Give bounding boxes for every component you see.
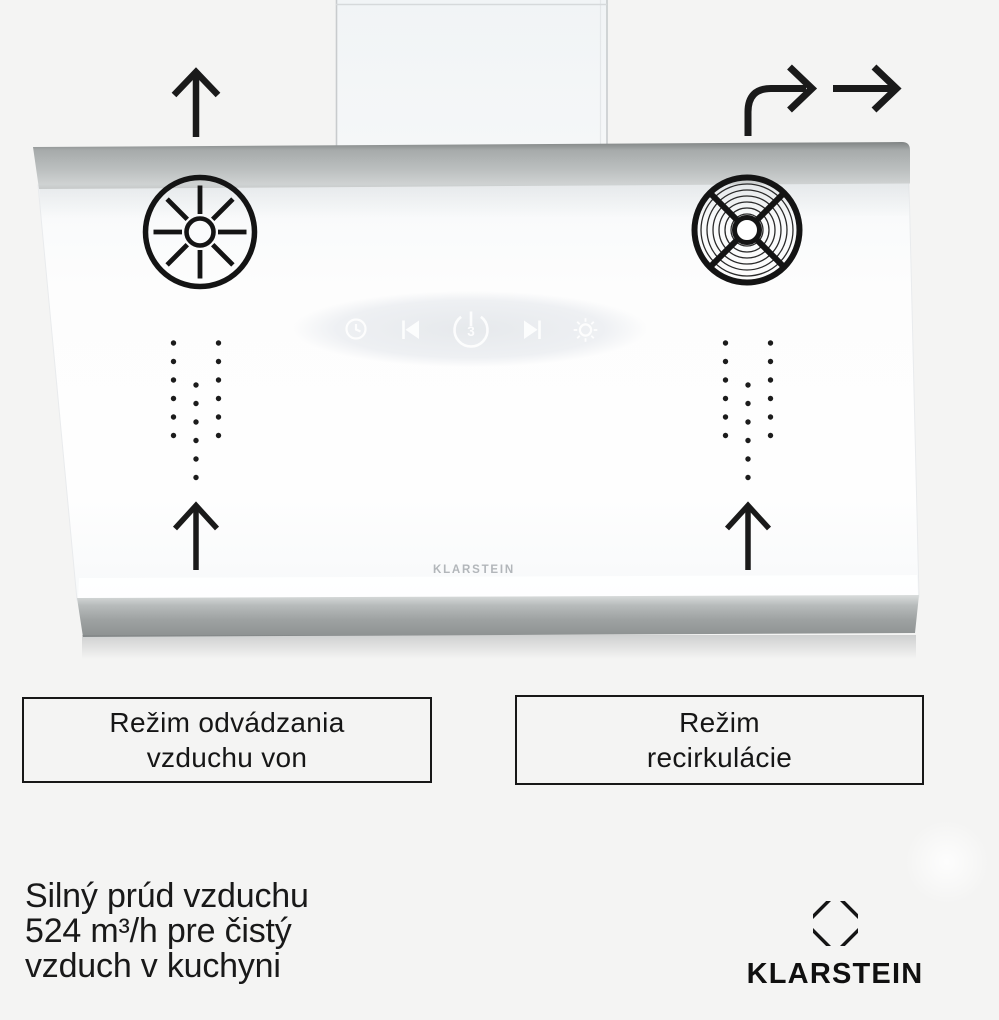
exhaust-fan-icon bbox=[142, 174, 258, 290]
hood-brand-label: KLARSTEIN bbox=[433, 564, 515, 576]
curved-right-arrow-icon bbox=[744, 64, 818, 136]
hood-bottom-strip bbox=[77, 595, 919, 637]
recirculation-mode-box: Režim recirkulácie bbox=[515, 695, 924, 785]
recirculation-mode-label-line1: Režim bbox=[679, 707, 760, 738]
klarstein-logo-mark bbox=[812, 901, 858, 946]
hood-glass-bottom-glow bbox=[78, 575, 918, 599]
brand-logo: KLARSTEIN bbox=[690, 899, 980, 991]
tagline-line2: 524 m³/h pre čistý bbox=[25, 912, 292, 950]
hood-top-strip bbox=[33, 141, 910, 189]
hood-glass-top-shade bbox=[39, 182, 909, 219]
power-level-text: 3 bbox=[467, 324, 475, 339]
skip-back-icon bbox=[402, 320, 419, 339]
right-arrow-icon bbox=[833, 64, 902, 113]
exhaust-mode-label-line1: Režim odvádzania bbox=[109, 707, 345, 738]
product-tagline: Silný prúd vzduchu 524 m³/h pre čistý vz… bbox=[25, 879, 309, 984]
hood-contact-shadow bbox=[82, 635, 916, 659]
hood-glass-panel bbox=[37, 181, 920, 601]
recirculation-mode-label-line2: recirkulácie bbox=[646, 742, 793, 773]
power-button-icon: 3 bbox=[453, 311, 489, 348]
tagline-line1: Silný prúd vzduchu bbox=[25, 877, 309, 915]
timer-icon bbox=[345, 318, 367, 340]
light-icon bbox=[573, 318, 598, 342]
chimney-duct bbox=[335, 0, 608, 147]
airflow-up-arrow-right bbox=[724, 501, 772, 570]
skip-forward-icon bbox=[524, 320, 541, 339]
control-panel: 3 bbox=[292, 291, 648, 367]
exhaust-mode-box: Režim odvádzania vzduchu von bbox=[22, 697, 432, 783]
background-light-spot bbox=[903, 818, 991, 906]
tagline-line3: vzduch v kuchyni bbox=[25, 947, 281, 985]
up-arrow-icon bbox=[171, 67, 221, 137]
airflow-up-arrow-left bbox=[172, 501, 220, 570]
brand-name: KLARSTEIN bbox=[746, 958, 924, 990]
recirculation-fan-icon bbox=[691, 174, 803, 286]
exhaust-mode-label-line2: vzduchu von bbox=[146, 742, 308, 773]
